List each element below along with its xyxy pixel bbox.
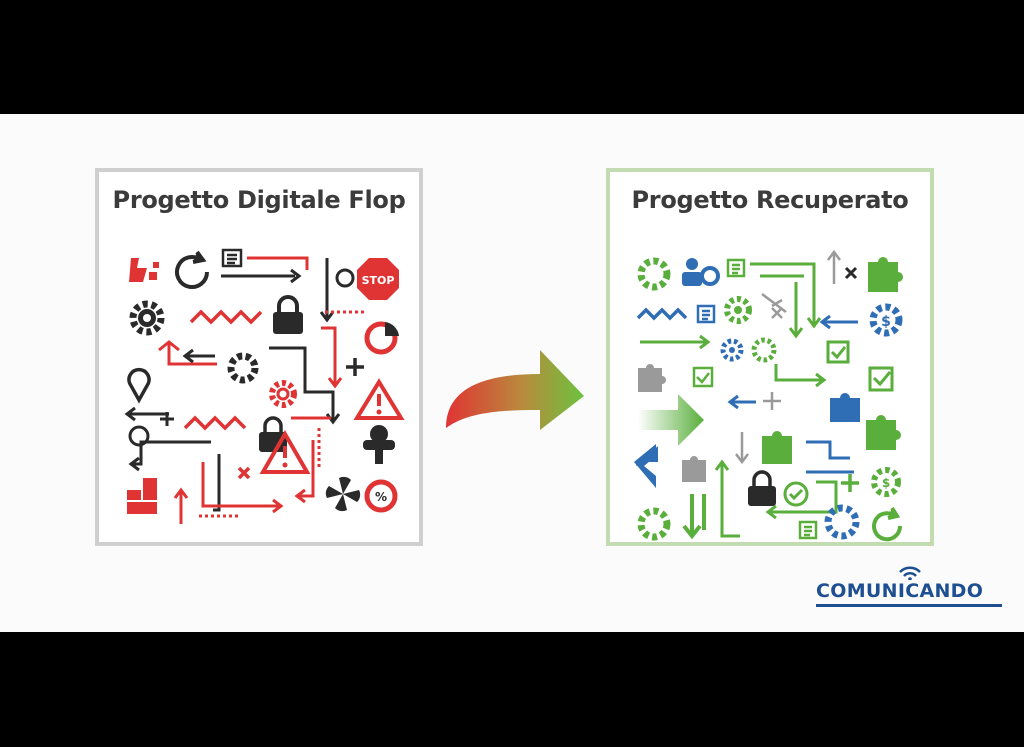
stop-sign-icon: STOP [357,258,399,300]
brand-name: COMUNICANDO [816,580,984,602]
recovered-project-panel: Progetto Recuperato [606,168,934,546]
organized-arrow [774,364,827,388]
no-entry-icon [335,268,355,288]
zigzag-icon [636,307,688,321]
puzzle-icon [638,364,666,392]
check-circle-icon [783,481,809,507]
puzzle-icon [682,456,706,482]
close-icon [237,466,251,480]
zigzag-icon [183,415,247,431]
close-icon [771,307,783,319]
dollar-gear-text-2: $ [882,476,890,490]
lock-icon [273,295,303,334]
refresh-icon [872,506,903,542]
broken-blocks-icon [129,258,159,282]
gear-icon [720,338,744,362]
tangled-arrow [158,326,343,389]
fan-icon [325,476,361,512]
lock-icon [259,416,287,452]
tangled-arrow [128,440,221,512]
tangled-arrow [221,258,335,323]
transition-arrow [446,350,584,430]
close-icon [160,412,174,426]
letterbox-top [0,0,1024,114]
dollar-gear-icon: $ [869,303,903,337]
tangled-arrow [173,462,284,524]
flop-project-panel: Progetto Digitale Flop [95,168,423,546]
pie-chart-icon [364,321,399,355]
gear-icon [751,337,777,363]
plus-icon [841,474,859,492]
team-icon [682,258,720,286]
gear-icon [129,300,165,336]
percent-icon: % [364,479,398,513]
tangled-arrow [294,440,315,504]
plunger-icon [363,425,395,464]
organized-arrow [806,440,854,474]
progress-arrow [638,394,704,446]
organized-arrow [763,392,781,410]
location-pin-icon [127,367,151,404]
puzzle-icon [868,257,903,292]
puzzle-icon [866,415,901,450]
no-entry-icon [128,425,150,447]
organized-arrow [750,262,822,329]
bar-chart-icon [127,478,157,514]
dollar-gear-text: $ [881,314,891,330]
infographic-stage: Progetto Digitale Flop [0,114,1024,632]
up-arrow [827,249,841,284]
dollar-gear-icon: $ [871,467,901,497]
organized-icon-field: $ [634,249,903,542]
organized-arrow [640,282,804,350]
tangled-arrow [247,256,309,270]
document-icon [726,258,746,278]
chaos-icon-field: STOP [124,248,405,524]
document-icon [696,304,716,324]
checkbox-icon [868,366,894,392]
organized-arrow [727,394,756,410]
percent-icon-text: % [375,490,387,504]
gear-icon [824,504,860,540]
puzzle-icon [830,393,860,422]
document-icon [221,248,243,268]
checkbox-icon [826,340,850,364]
refresh-icon [227,352,259,384]
stop-sign-text: STOP [362,274,395,287]
lock-icon [748,470,776,506]
warning-icon [353,378,405,420]
puzzle-icon [762,431,792,464]
down-arrow [682,494,706,540]
tangled-arrow [124,406,169,422]
brand-underline [816,604,1002,607]
wifi-icon [899,566,921,580]
organized-arrow [819,314,858,330]
document-icon [798,520,818,540]
zigzag-icon [189,309,263,325]
close-icon [844,266,858,280]
checkbox-icon [692,366,714,388]
organized-arrow [735,432,749,465]
plus-icon [346,358,364,376]
tangled-arrow [182,346,341,425]
warning-icon [259,430,311,474]
gear-icon [269,380,297,408]
recovered-panel-title: Progetto Recuperato [631,186,909,214]
gear-icon [637,257,671,291]
organized-arrow [714,459,838,538]
gear-icon [724,296,752,324]
refresh-icon [175,250,209,289]
comunicando-logo: COMUNICANDO [816,564,1012,624]
letterbox-bottom [0,632,1024,747]
chevron-icon [634,444,658,488]
flop-panel-title: Progetto Digitale Flop [112,186,406,214]
gear-icon [637,507,671,541]
